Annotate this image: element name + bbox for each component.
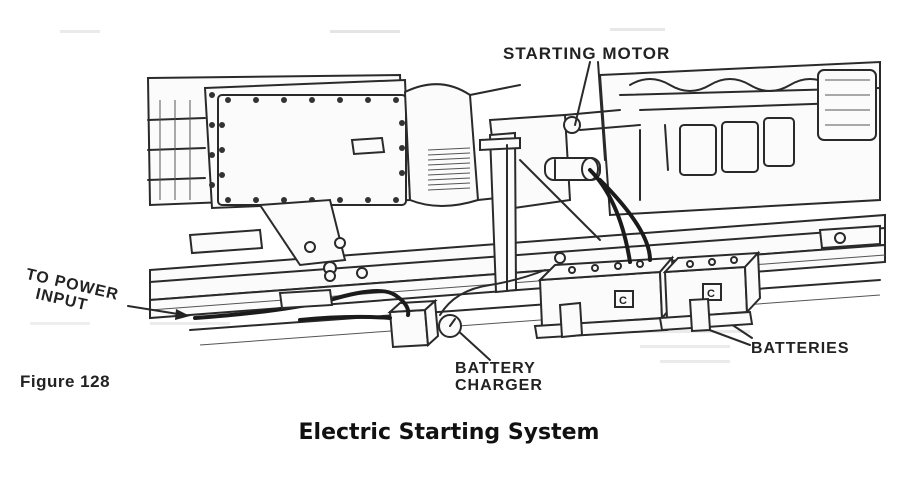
panel-bolt xyxy=(337,197,343,203)
panel-bolt xyxy=(399,145,405,151)
vent-slat xyxy=(427,182,471,186)
vent-slat xyxy=(427,177,471,181)
panel-bolt xyxy=(281,197,287,203)
figure-caption: Electric Starting System xyxy=(298,420,600,445)
panel-bolt xyxy=(337,97,343,103)
charger-pointer xyxy=(454,327,491,361)
batteries-label: BATTERIES xyxy=(751,340,850,357)
cables xyxy=(193,159,652,322)
vent-slat xyxy=(427,172,471,176)
panel-bolt xyxy=(281,97,287,103)
battery-charger-label: BATTERY CHARGER xyxy=(455,360,543,394)
power-input-arrow xyxy=(127,305,190,320)
panel-bolt xyxy=(399,120,405,126)
panel-bolt xyxy=(209,92,215,98)
panel-bolt xyxy=(365,97,371,103)
rail-bolts xyxy=(278,232,846,310)
figure-number-label: Figure 128 xyxy=(20,372,111,391)
battery-charger-line2: CHARGER xyxy=(455,377,543,394)
battery-charger-line1: BATTERY xyxy=(455,360,536,377)
vent-slat xyxy=(427,167,471,171)
generator-vent xyxy=(403,83,526,207)
vent-slat xyxy=(427,147,471,151)
starting-motor-pointers xyxy=(574,61,606,161)
panel-bolt xyxy=(219,147,225,153)
battery-left: C xyxy=(533,255,676,340)
starting-motor xyxy=(479,109,641,294)
vent-slat xyxy=(427,162,471,166)
panel-bolt xyxy=(225,197,231,203)
generator-feet xyxy=(188,198,347,275)
vent-slat xyxy=(427,187,471,191)
engine-block xyxy=(598,60,881,250)
panel-bolt xyxy=(225,97,231,103)
vent-slat xyxy=(427,152,471,156)
panel-bolt xyxy=(365,197,371,203)
svg-text:C: C xyxy=(619,295,627,307)
panel-bolt xyxy=(393,197,399,203)
panel-bolt xyxy=(209,182,215,188)
starting-motor-label: STARTING MOTOR xyxy=(503,44,671,63)
svg-text:C: C xyxy=(707,288,715,300)
panel-bolt xyxy=(399,170,405,176)
panel-bolt xyxy=(209,122,215,128)
panel-bolt xyxy=(219,122,225,128)
panel-bolt xyxy=(219,172,225,178)
panel-bolt xyxy=(309,97,315,103)
panel-bolt xyxy=(253,197,259,203)
battery-charger xyxy=(387,298,462,349)
panel-bolt xyxy=(209,152,215,158)
panel-bolt xyxy=(253,97,259,103)
background-bleed-through xyxy=(30,28,750,363)
vent-slat xyxy=(427,157,471,161)
engine-mount-brackets xyxy=(558,297,712,339)
generator-end-panel xyxy=(146,73,412,210)
panel-bolt xyxy=(393,97,399,103)
